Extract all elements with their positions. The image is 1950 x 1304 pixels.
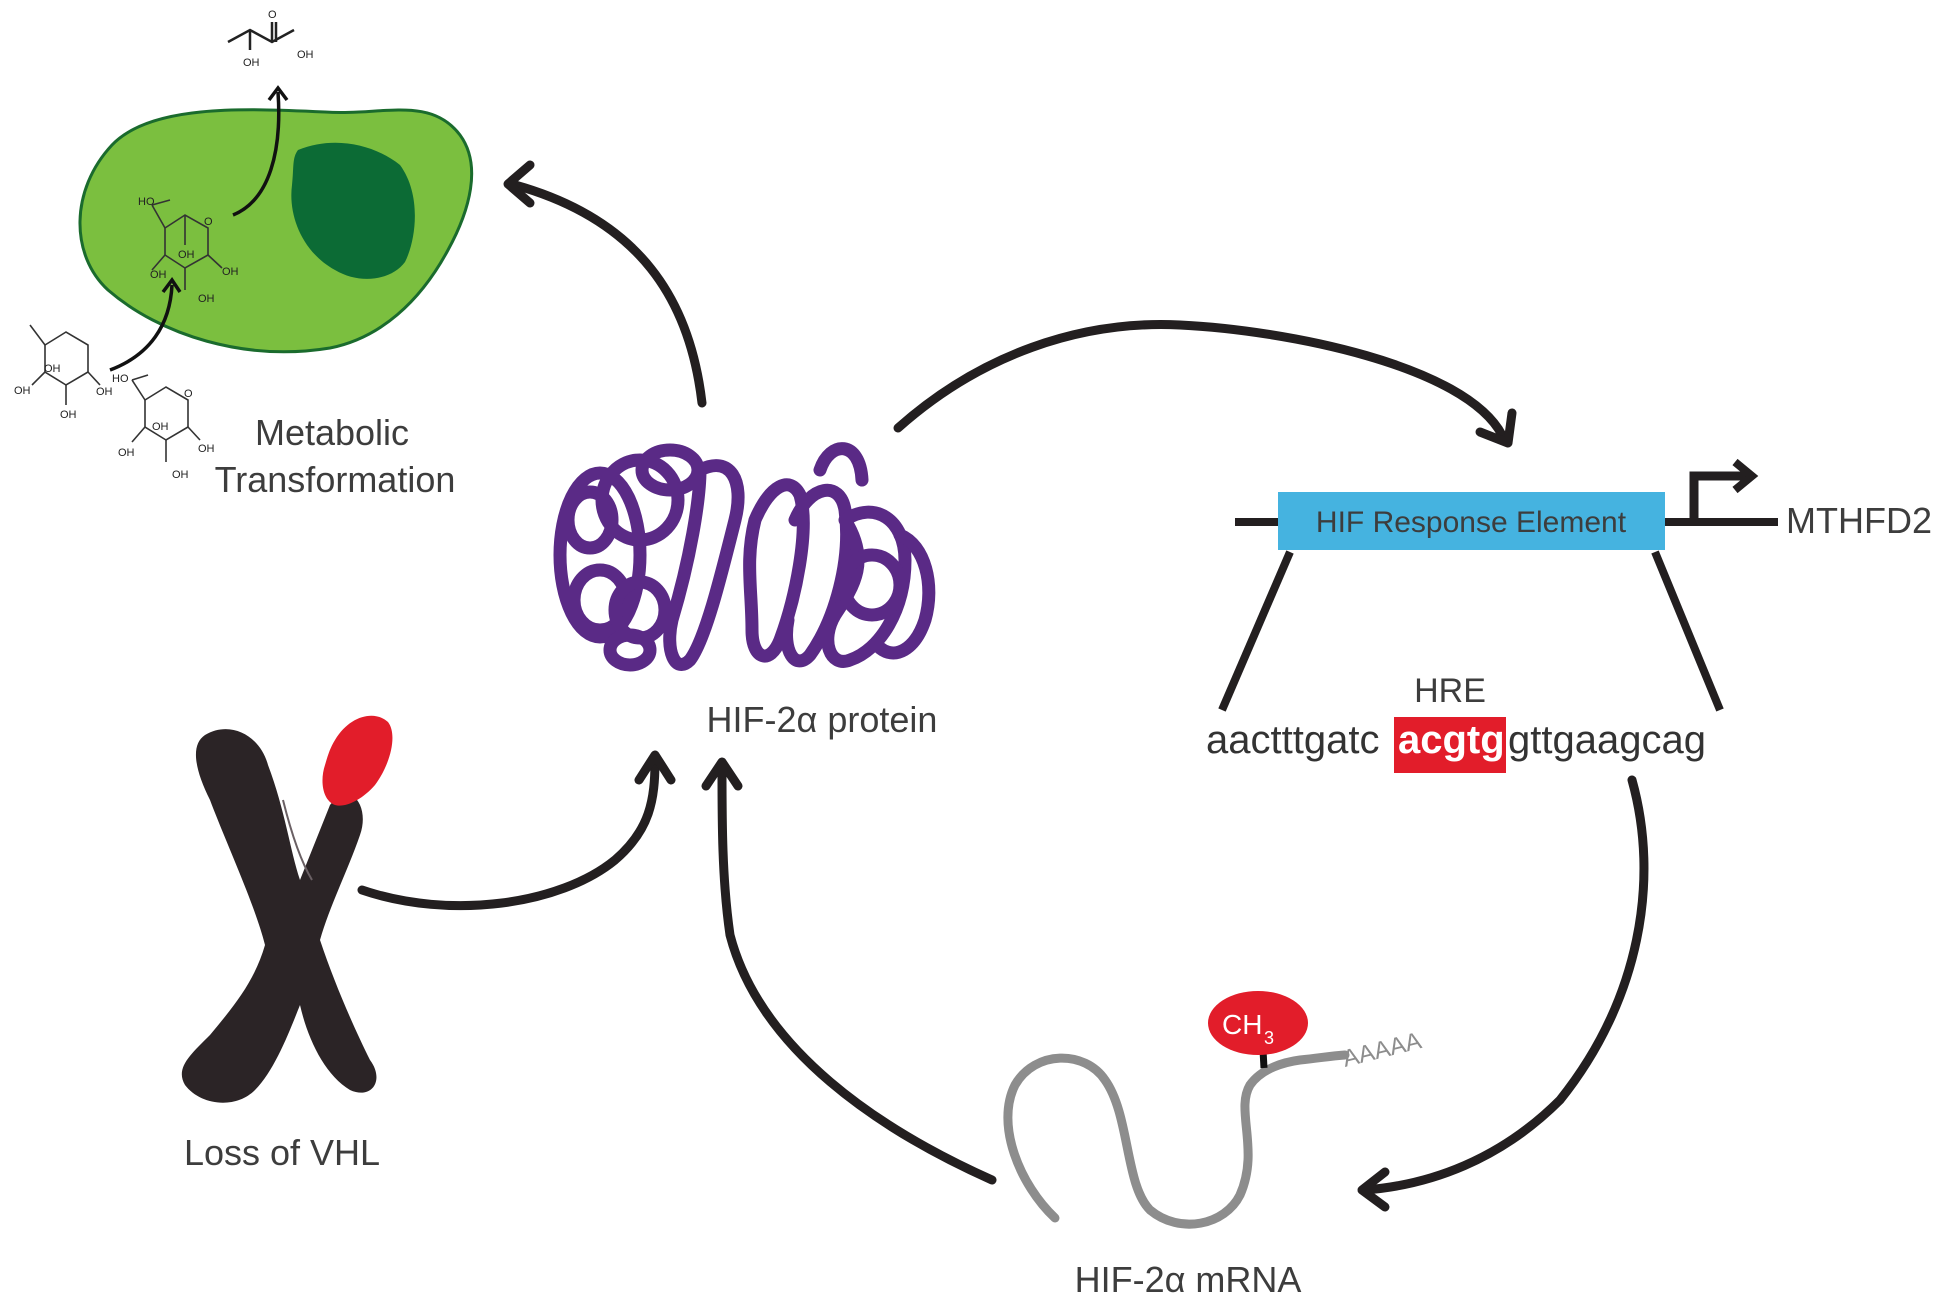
gene-locus: HIF Response Element MTHFD2: [1218, 458, 1932, 712]
motif-highlight: [1394, 717, 1506, 773]
methyl-label: CH: [1222, 1009, 1262, 1040]
glucose-out2-oh3: OH: [172, 469, 189, 481]
zoom-line-left: [1218, 550, 1294, 712]
glucose-in-oh1: OH: [222, 266, 239, 278]
polya-tail-label: AAAAA: [1340, 1027, 1424, 1073]
glucose-out2-oh1: OH: [152, 421, 169, 433]
hre-tag-label: HRE: [1414, 672, 1486, 710]
lactate-o-label: O: [268, 9, 277, 21]
hif-response-element-box: [1278, 492, 1665, 550]
chromosome-body: [181, 729, 377, 1103]
metabolic-label-line2: Transformation: [215, 459, 456, 500]
glucose-out1-oh3: OH: [60, 409, 77, 421]
gene-label: MTHFD2: [1786, 500, 1932, 541]
sequence-motif: acgtg: [1398, 718, 1505, 762]
glucose-out2-oh4: OH: [118, 447, 135, 459]
loss-vhl-label: Loss of VHL: [184, 1132, 380, 1173]
sequence-right: gttgaagcag: [1508, 718, 1706, 762]
glucose-out1-oh2: OH: [96, 386, 113, 398]
chromosome-vhl-region: [322, 715, 393, 806]
glucose-out2-oh2: OH: [198, 443, 215, 455]
hif2a-protein-icon: [553, 442, 936, 672]
protein-label: HIF-2α protein: [707, 699, 938, 740]
glucose-out1-oh4: OH: [14, 385, 31, 397]
tss-arrow-icon: [1689, 458, 1759, 522]
metabolic-label-line1: Metabolic: [255, 412, 409, 453]
arrow-sequence-to-mrna: [1360, 775, 1649, 1195]
cycle-arrows: [357, 160, 1649, 1212]
arrow-protein-to-hre: [893, 320, 1507, 440]
chromosome-icon: [181, 715, 393, 1103]
arrow-mrna-to-protein: [717, 765, 997, 1185]
glucose-in-oh4: OH: [150, 269, 167, 281]
glucose-molecule-inside: HO O OH OH OH OH: [138, 196, 239, 305]
glucose-molecule-outside-2: HO O OH OH OH OH: [112, 373, 215, 481]
glucose-out2-o: O: [184, 388, 193, 400]
glucose-in-o: O: [204, 216, 213, 228]
glucose-out2-ho: HO: [112, 373, 129, 385]
methyl-subscript: 3: [1264, 1028, 1274, 1048]
glucose-in-oh3: OH: [198, 293, 215, 305]
glucose-in-ho: HO: [138, 196, 155, 208]
arrow-protein-to-cell: [510, 180, 707, 408]
glucose-out1-oh1: OH: [44, 363, 61, 375]
glucose-molecule-outside-1: OH OH OH OH: [14, 324, 113, 421]
cell-nucleus: [291, 142, 415, 279]
arrow-vhl-to-protein: [357, 755, 660, 911]
zoom-line-right: [1651, 550, 1724, 712]
lactate-oh2-label: OH: [243, 57, 260, 69]
sequence-left: aactttgatc: [1206, 718, 1379, 762]
metabolic-flux-arrows: [109, 85, 289, 372]
hre-box-label: HIF Response Element: [1316, 506, 1627, 539]
glucose-in-oh2: OH: [178, 249, 195, 261]
methyl-group-badge: [1208, 991, 1308, 1055]
mrna-label: HIF-2α mRNA: [1075, 1259, 1302, 1300]
lactate-oh-label: OH: [297, 49, 314, 61]
lactate-molecule: O OH OH: [227, 9, 314, 69]
